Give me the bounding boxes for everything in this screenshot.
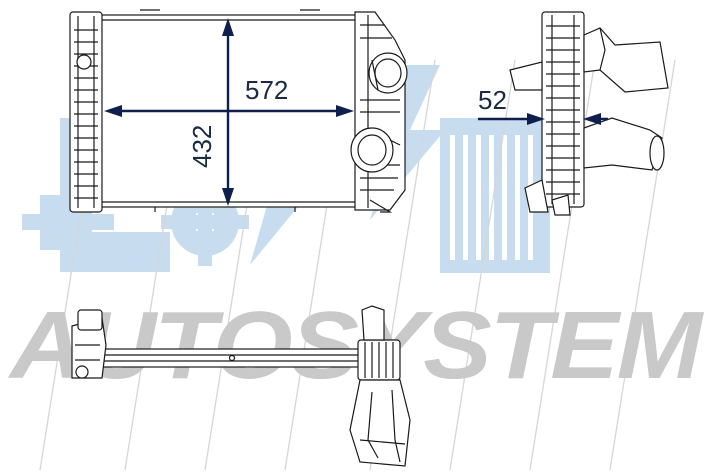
depth-value: 52 xyxy=(478,85,507,115)
watermark-radiator xyxy=(440,118,550,273)
top-view-lower-pipe xyxy=(349,379,411,467)
depth-dimension: 52 xyxy=(478,85,608,125)
height-value: 432 xyxy=(187,125,217,168)
width-value: 572 xyxy=(245,75,288,105)
left-tank xyxy=(69,11,103,213)
side-upper-pipe xyxy=(583,27,669,93)
lower-outlet-pipe xyxy=(350,127,401,173)
watermark-stripes xyxy=(39,59,676,471)
right-tank xyxy=(354,11,406,211)
height-dimension: 432 xyxy=(187,18,234,206)
watermark-text: AUTOSYSTEM xyxy=(8,292,704,399)
top-view-upper-pipe xyxy=(361,305,385,341)
upper-outlet-pipe xyxy=(368,52,408,94)
side-view xyxy=(509,11,669,216)
side-lower-pipe xyxy=(583,117,663,171)
top-view xyxy=(71,305,411,467)
